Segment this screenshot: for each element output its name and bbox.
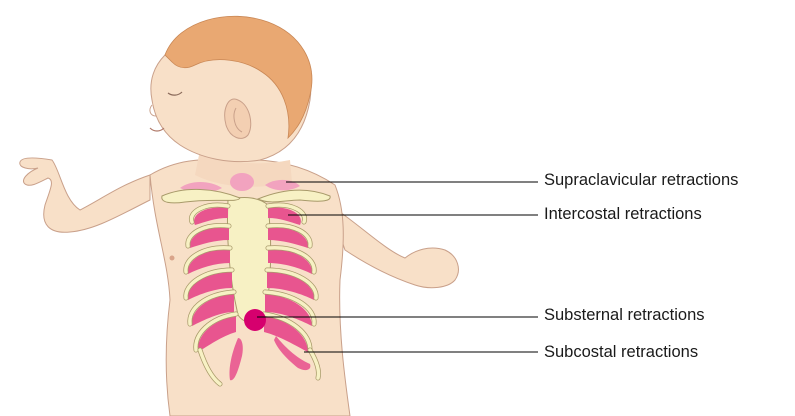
infant-head	[150, 16, 312, 186]
label-supraclavicular: Supraclavicular retractions	[544, 172, 738, 189]
substernal-retraction-area	[244, 309, 266, 331]
label-subcostal: Subcostal retractions	[544, 344, 698, 361]
label-intercostal: Intercostal retractions	[544, 206, 702, 223]
label-substernal: Substernal retractions	[544, 307, 705, 324]
